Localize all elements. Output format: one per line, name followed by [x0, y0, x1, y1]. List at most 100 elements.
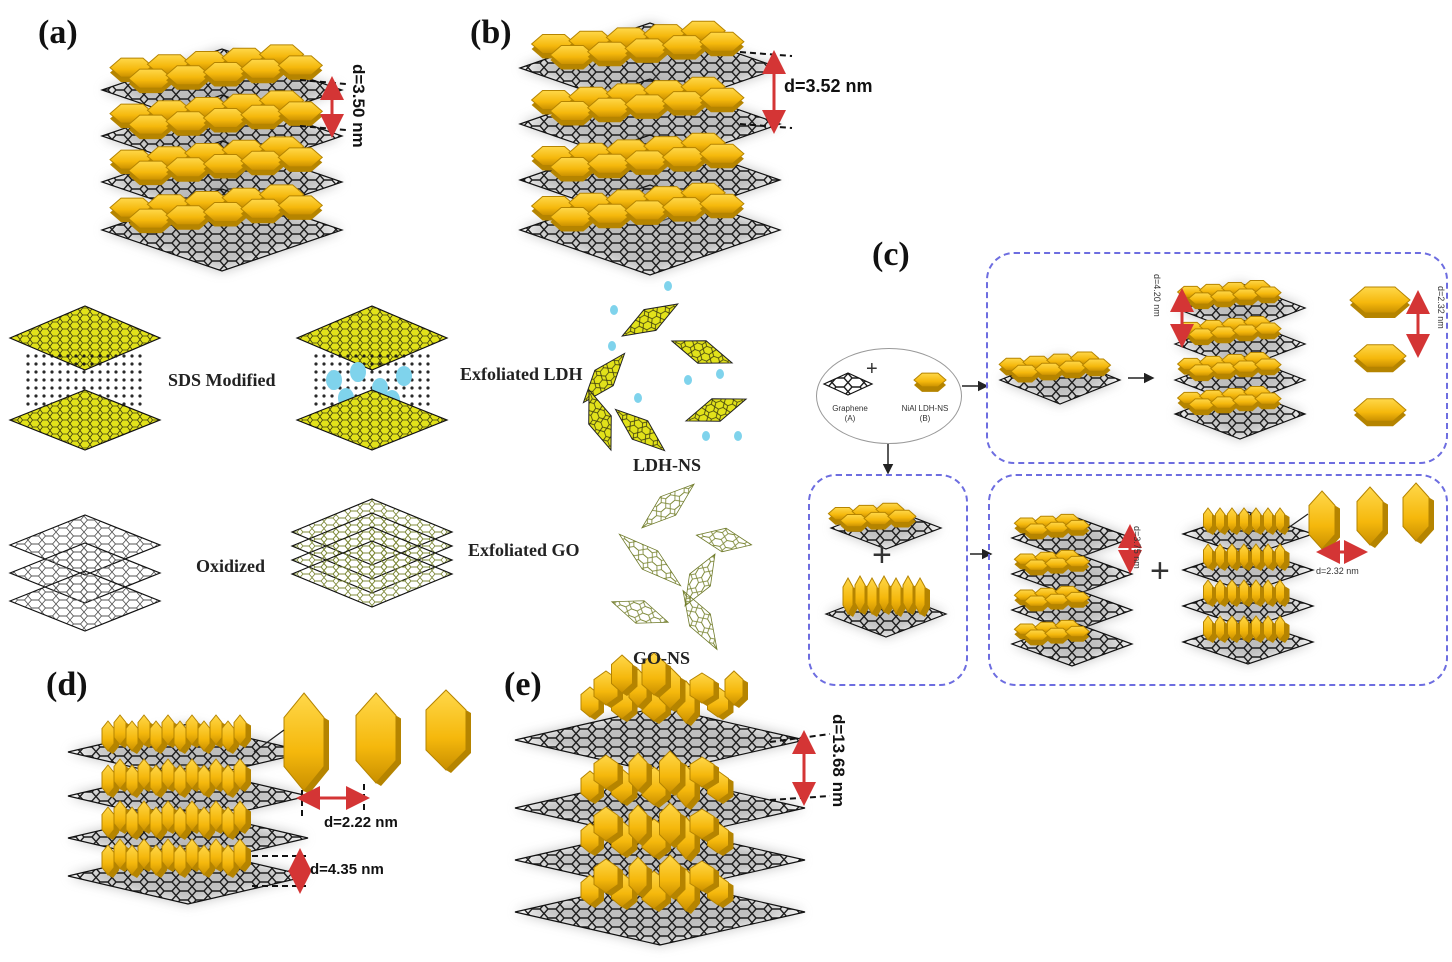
- panel-e-random-stack: [514, 652, 831, 946]
- layer-d-0-plate: [173, 720, 187, 752]
- go-nanosheet: [610, 600, 670, 624]
- c-vstack-plate: [1215, 507, 1225, 533]
- c-bottom-stack-2-tile: [1064, 591, 1091, 604]
- go-nanosheet: [641, 483, 695, 529]
- layer-a-1-tile: [240, 104, 286, 125]
- layer-b-1-tile: [699, 87, 745, 108]
- layer-b-2-tile: [699, 143, 745, 164]
- layer-b-2-tile: [661, 147, 708, 168]
- layer-d-3-plate: [137, 838, 151, 870]
- layer-d-1-plate: [233, 758, 247, 790]
- layer-a-0-tile: [202, 62, 249, 82]
- label-ldh-ns: LDH-NS: [633, 455, 702, 475]
- layer-b-3-tile: [699, 193, 745, 214]
- layer-d-1-plate: [209, 758, 223, 790]
- layer-e-2-plate: [593, 806, 619, 842]
- dashbox-bottom-left: [808, 474, 968, 686]
- c-vstack-plate: [1203, 543, 1213, 569]
- layer-e-3-plate: [628, 856, 648, 896]
- c-bottom-stack-3-tile: [1044, 627, 1070, 640]
- layer-a-2-tile: [240, 150, 286, 171]
- ldh-pristine-bottom: [8, 389, 162, 451]
- d-upright-plate: [425, 689, 467, 771]
- spacing-label-b: d=3.52 nm: [784, 76, 873, 96]
- layer-a-3-tile: [127, 208, 174, 229]
- exfoliated-sds-molecule: [702, 431, 710, 441]
- layer-d-2-plate: [185, 800, 199, 832]
- c-callout-line: [1287, 513, 1309, 529]
- c-vstack-plate: [1227, 543, 1237, 569]
- layer-e-3-plate: [593, 858, 619, 894]
- panel-label-e: (e): [504, 666, 542, 703]
- layer-a-0-tile: [127, 68, 174, 89]
- graphene-label: Graphene (A): [832, 404, 868, 423]
- ldh-nanosheet: [684, 398, 748, 422]
- exfoliated-sds-molecule: [608, 341, 616, 351]
- panel-c-assembly-scheme: [822, 280, 1434, 667]
- layer-d-2-plate: [233, 800, 247, 832]
- c-vstack-plate: [1251, 615, 1261, 641]
- plus-sign-reactants: +: [866, 358, 878, 380]
- layer-d-0-plate: [233, 714, 247, 746]
- c-top-stack-2-tile: [1254, 358, 1282, 371]
- c-vertical-plate: [854, 574, 866, 614]
- c-bottom-stack-0-tile: [1044, 521, 1070, 534]
- c-upright-plate: [1356, 486, 1384, 546]
- layer-e-0-plate: [724, 670, 744, 706]
- c-vstack-plate: [1263, 543, 1273, 569]
- layer-d-0-plate: [125, 720, 139, 752]
- layer-d-0-plate: [161, 714, 175, 746]
- spacing-guide-b-top: [739, 51, 793, 57]
- layer-d-0-plate: [149, 720, 163, 752]
- d-upright-plate: [355, 692, 397, 784]
- layer-d-2-plate: [113, 800, 127, 832]
- exfoliated-sds-molecule: [634, 393, 642, 403]
- c-top-stack-1-tile: [1210, 326, 1238, 339]
- c-vstack-plate: [1215, 615, 1225, 641]
- layer-d-3-plate: [113, 838, 127, 870]
- c-vstack-plate: [1215, 543, 1225, 569]
- d-callout-line: [253, 729, 285, 753]
- layer-b-0-tile: [624, 38, 670, 59]
- c-top-single-tile: [1057, 360, 1088, 374]
- layer-d-1-plate: [137, 758, 151, 790]
- layer-b-1-tile: [549, 101, 596, 121]
- c-vstack-plate: [1263, 507, 1273, 533]
- c-vstack-plate: [1203, 507, 1213, 533]
- dashbox-bottom-right: [988, 474, 1448, 686]
- c-vstack-plate: [1251, 579, 1261, 605]
- layer-e-1-plate: [628, 752, 648, 792]
- layer-a-0-tile: [165, 65, 211, 86]
- graphite-layer: [8, 570, 162, 632]
- layer-a-0-tile: [277, 55, 324, 76]
- ldh-nanosheet: [621, 303, 679, 337]
- layer-d-1-plate: [125, 764, 139, 796]
- c-bottom-stack-1-tile: [1023, 559, 1050, 571]
- c-top-plate: [1353, 398, 1407, 422]
- layer-b-1-tile: [586, 97, 633, 118]
- c-bottom-stack-0-tile: [1064, 519, 1091, 532]
- c-bottom-stack-2-tile: [1044, 593, 1070, 606]
- layer-d-3-plate: [209, 838, 223, 870]
- c-top-stack-3-tile: [1210, 396, 1238, 409]
- layer-b-3-tile: [586, 203, 633, 224]
- c-bottom-stack-1-tile: [1044, 557, 1070, 570]
- spacing-label-d-lateral: d=2.22 nm: [324, 814, 398, 831]
- layer-d-0-plate: [185, 714, 199, 746]
- ldh-nanosheet: [582, 352, 626, 404]
- layer-d-2-plate: [209, 800, 223, 832]
- spacing-label-c-bottom-right: d=2.32 nm: [1316, 566, 1359, 576]
- panel-b-layered-stack: [518, 20, 793, 276]
- c-top-single-tile: [1034, 362, 1064, 376]
- layer-d-1-plate: [113, 758, 127, 790]
- plus-sign-right: +: [1150, 552, 1170, 590]
- layer-e-2-plate: [628, 804, 648, 844]
- c-top-stack-2-tile: [1232, 360, 1260, 373]
- layer-a-2-tile: [165, 157, 211, 178]
- exfoliated-sds-molecule: [716, 369, 724, 379]
- c-vstack-plate: [1275, 615, 1285, 641]
- c-bottom-flat-tile: [887, 509, 917, 523]
- c-vstack-plate: [1251, 507, 1261, 533]
- exfoliated-sds-molecule: [664, 281, 672, 291]
